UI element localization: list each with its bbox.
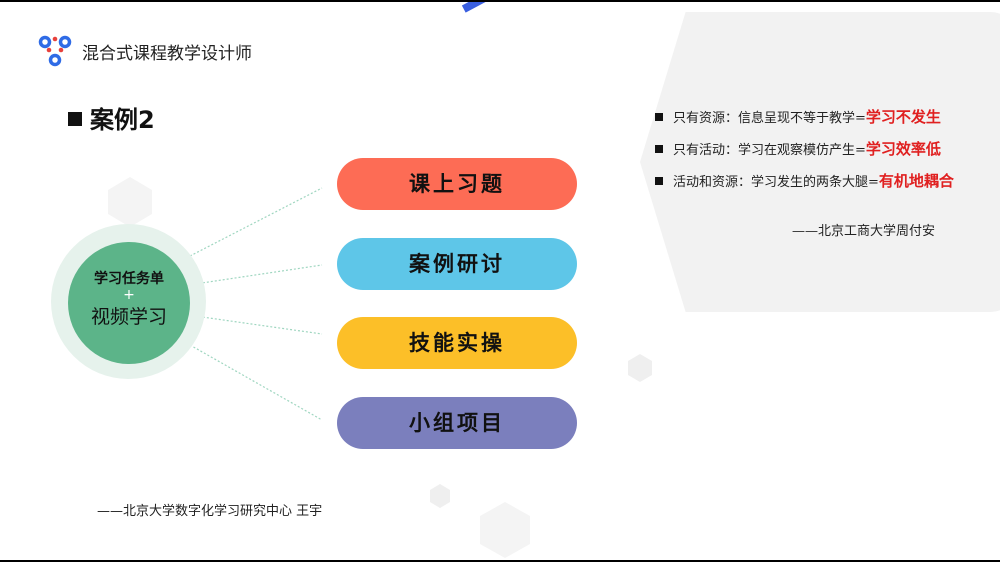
bullet-icon	[655, 145, 663, 153]
quote-highlight: 有机地耦合	[878, 172, 954, 190]
center-circle: 学习任务单 + 视频学习	[68, 242, 190, 364]
quote-item: 只有活动：学习在观察模仿产生=学习效率低	[655, 137, 954, 169]
background-hexagon	[640, 12, 1000, 312]
center-line2: 视频学习	[90, 306, 167, 328]
citation-left: ——北京大学数字化学习研究中心 王宇	[97, 504, 323, 519]
connector-4	[189, 344, 323, 421]
quote-item: 只有资源：信息呈现不等于教学=学习不发生	[655, 105, 954, 137]
deco-hexagon	[430, 484, 450, 508]
pill-skills: 技能实操	[337, 317, 577, 369]
bullet-square-icon	[68, 112, 82, 126]
app-title: 混合式课程教学设计师	[82, 44, 252, 64]
deco-hexagon	[628, 354, 652, 382]
pill-case-study: 案例研讨	[337, 238, 577, 290]
center-plus: +	[123, 287, 135, 303]
pill-exercises: 课上习题	[337, 158, 577, 210]
case-title: 案例2	[68, 100, 155, 135]
deco-hexagon	[480, 502, 530, 558]
quote-item: 活动和资源：学习发生的两条大腿=有机地耦合	[655, 169, 954, 201]
quote-text: 只有资源：信息呈现不等于教学=	[673, 111, 866, 126]
bullet-icon	[655, 177, 663, 185]
connector-1	[189, 187, 323, 257]
deco-hexagon	[108, 177, 152, 227]
logo-icon	[38, 35, 72, 67]
bullet-icon	[655, 113, 663, 121]
quote-text: 活动和资源：学习发生的两条大腿=	[673, 175, 879, 190]
connector-2	[194, 264, 323, 285]
center-line1: 学习任务单	[94, 271, 164, 287]
quote-highlight: 学习效率低	[865, 140, 941, 158]
connector-3	[194, 315, 323, 335]
quote-text: 只有活动：学习在观察模仿产生=	[673, 143, 866, 158]
case-title-text: 案例2	[90, 106, 155, 134]
quote-highlight: 学习不发生	[865, 108, 941, 126]
citation-right: ——北京工商大学周付安	[792, 224, 936, 239]
pill-group-project: 小组项目	[337, 397, 577, 449]
quote-list: 只有资源：信息呈现不等于教学=学习不发生 只有活动：学习在观察模仿产生=学习效率…	[655, 105, 954, 201]
